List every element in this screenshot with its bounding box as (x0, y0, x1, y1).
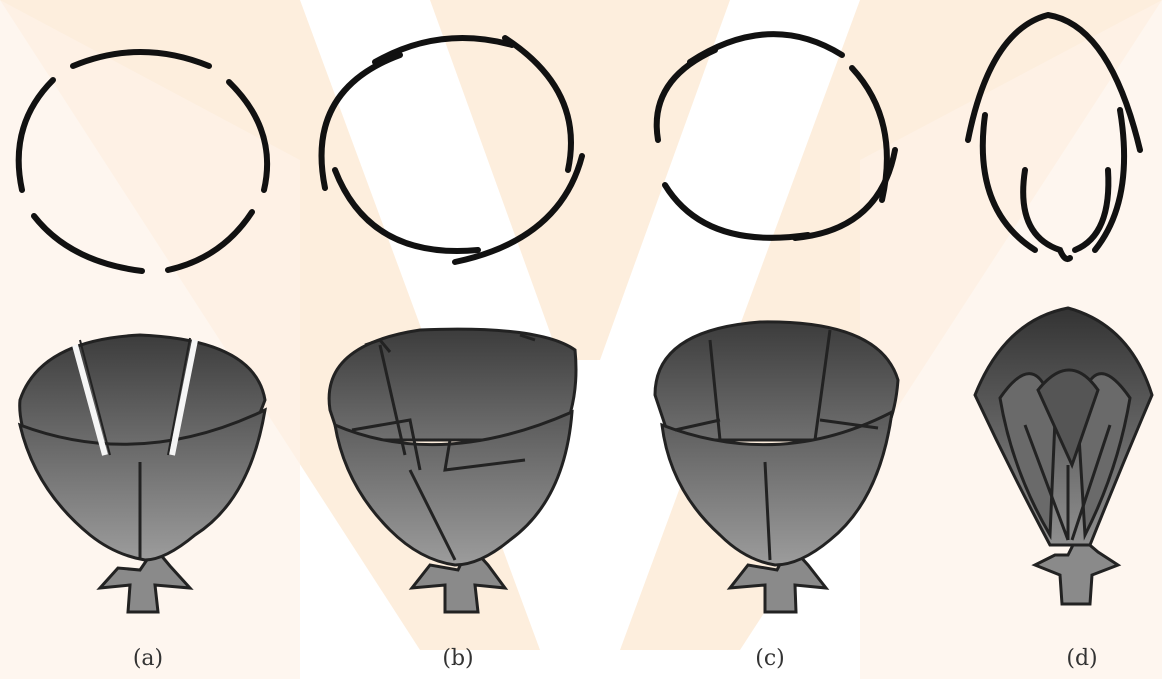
label-d: (d) (1042, 646, 1122, 671)
label-b: (b) (418, 646, 498, 671)
flower-c-inner-petals (655, 322, 898, 440)
label-a: (a) (108, 646, 188, 671)
flower-b (329, 329, 576, 612)
label-c: (c) (730, 646, 810, 671)
